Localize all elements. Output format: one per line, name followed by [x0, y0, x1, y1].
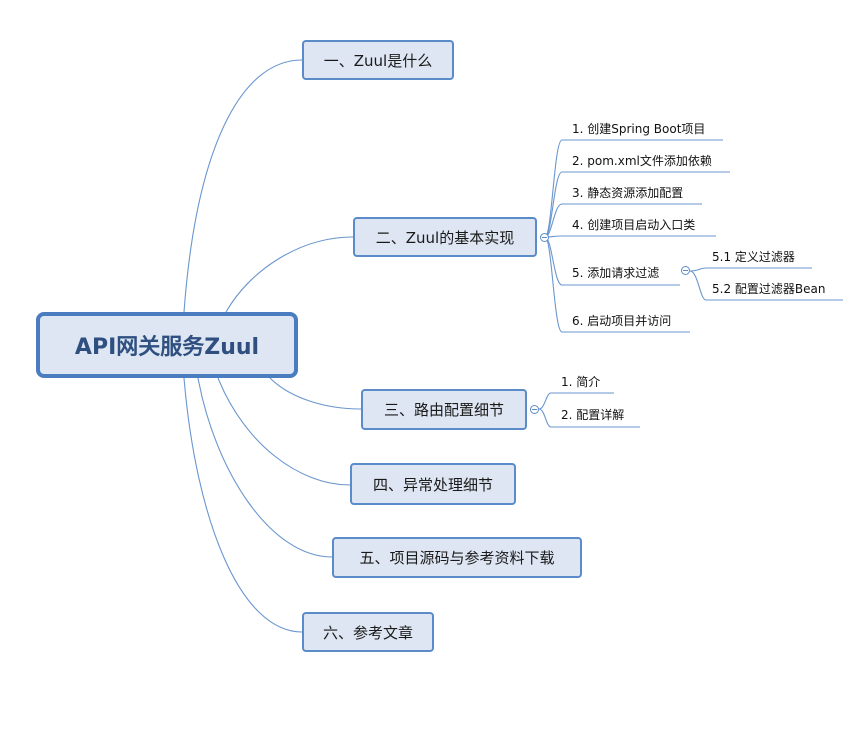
subtopic-pom-dependencies[interactable]: 2. pom.xml文件添加依赖 — [572, 154, 712, 168]
subtopic-intro[interactable]: 1. 简介 — [561, 375, 601, 389]
collapse-toggle-icon[interactable] — [530, 405, 539, 414]
link-sub5-grand-2 — [689, 270, 707, 301]
subtopic-start-and-visit[interactable]: 6. 启动项目并访问 — [572, 314, 672, 328]
subtopic-filter-bean[interactable]: 5.2 配置过滤器Bean — [712, 282, 826, 296]
topic-source-download[interactable]: 五、项目源码与参考资料下载 — [332, 537, 582, 578]
root-topic[interactable]: API网关服务Zuul — [36, 312, 298, 378]
topic-routing-config[interactable]: 三、路由配置细节 — [361, 389, 527, 430]
topic-exception-handling[interactable]: 四、异常处理细节 — [350, 463, 516, 505]
topic-what-is-zuul[interactable]: 一、Zuul是什么 — [302, 40, 454, 80]
link-root-topic-2 — [225, 236, 354, 313]
link-root-topic-3 — [269, 377, 362, 410]
collapse-toggle-icon[interactable] — [540, 233, 549, 242]
subtopic-static-resources[interactable]: 3. 静态资源添加配置 — [572, 186, 684, 200]
link-root-topic-6 — [183, 377, 303, 633]
subtopic-define-filter[interactable]: 5.1 定义过滤器 — [712, 250, 795, 264]
topic-reference-articles[interactable]: 六、参考文章 — [302, 612, 434, 652]
subtopic-request-filter[interactable]: 5. 添加请求过滤 — [572, 266, 660, 280]
collapse-toggle-icon[interactable] — [681, 266, 690, 275]
topic-basic-implementation[interactable]: 二、Zuul的基本实现 — [353, 217, 537, 257]
link-topic3-sub-1 — [538, 392, 552, 410]
link-root-topic-1 — [183, 59, 303, 313]
subtopic-create-spring-boot-project[interactable]: 1. 创建Spring Boot项目 — [572, 122, 706, 136]
link-topic2-sub-6 — [544, 236, 563, 333]
link-sub5-grand-1 — [689, 267, 707, 272]
subtopic-entry-class[interactable]: 4. 创建项目启动入口类 — [572, 218, 696, 232]
link-root-topic-5 — [197, 377, 333, 558]
link-topic3-sub-2 — [538, 408, 552, 428]
link-topic2-sub-1 — [544, 139, 563, 238]
subtopic-config-detail[interactable]: 2. 配置详解 — [561, 408, 625, 422]
link-root-topic-4 — [217, 377, 351, 486]
